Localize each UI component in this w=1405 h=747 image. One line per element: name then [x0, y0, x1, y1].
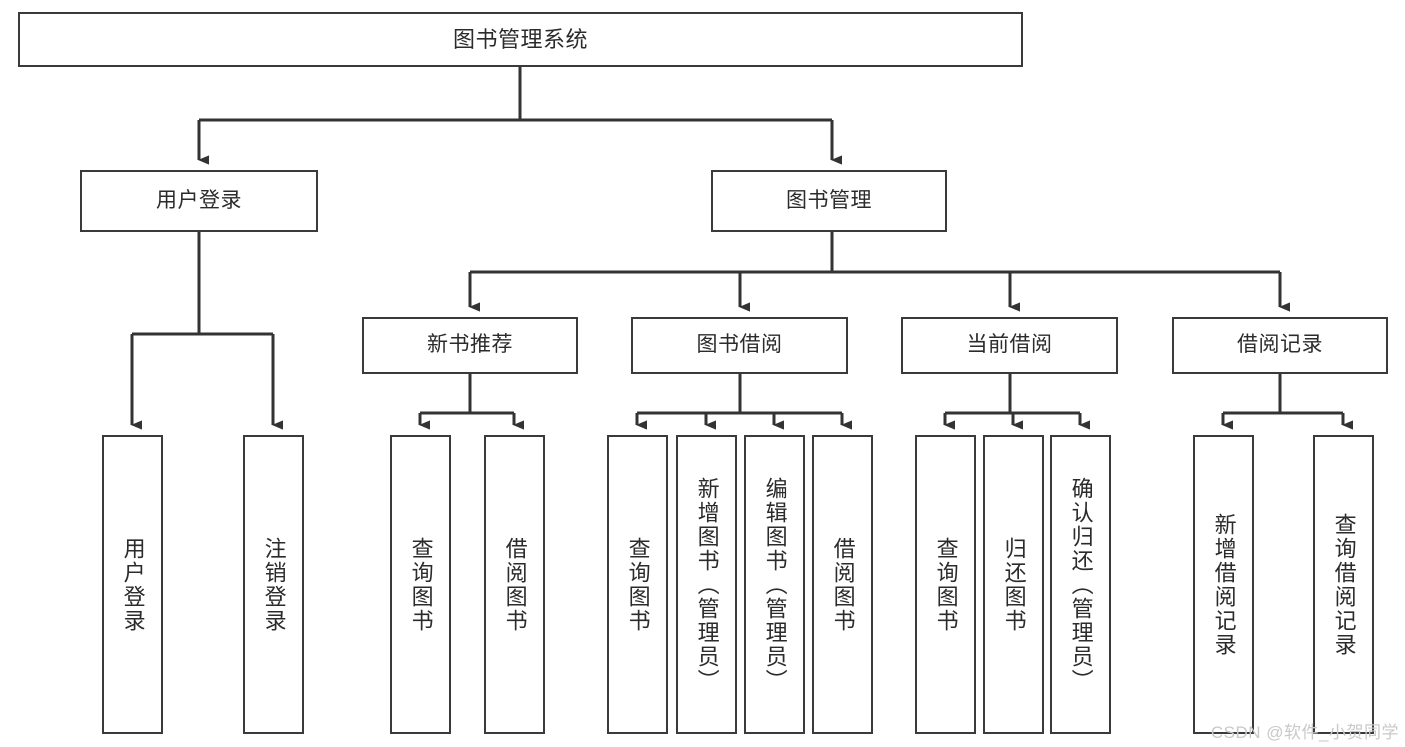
leaf-add-book-admin[interactable]: 新增图书（管理员）	[676, 435, 737, 734]
node-label: 注销登录	[261, 536, 287, 633]
node-new-book-recommend[interactable]: 新书推荐	[362, 317, 578, 374]
node-label: 图书借阅	[696, 333, 783, 357]
node-label: 查询图书	[408, 536, 434, 633]
node-label: 图书管理系统	[452, 26, 588, 52]
node-label: 新书推荐	[427, 333, 513, 357]
leaf-confirm-return-admin[interactable]: 确认归还（管理员）	[1050, 435, 1111, 734]
node-user-login[interactable]: 用户登录	[80, 170, 318, 232]
node-label: 借阅图书	[502, 536, 528, 633]
csdn-watermark: CSDN @软件_小贺同学	[1210, 723, 1399, 742]
leaf-query-borrow-record[interactable]: 查询借阅记录	[1313, 435, 1374, 734]
node-book-borrow[interactable]: 图书借阅	[631, 317, 848, 374]
node-label: 编辑图书（管理员）	[762, 476, 788, 693]
node-label: 用户登录	[156, 188, 242, 212]
leaf-add-borrow-record[interactable]: 新增借阅记录	[1193, 435, 1254, 734]
node-root-system[interactable]: 图书管理系统	[18, 12, 1023, 67]
node-label: 查询图书	[933, 536, 959, 633]
leaf-edit-book-admin[interactable]: 编辑图书（管理员）	[744, 435, 805, 734]
leaf-return-book[interactable]: 归还图书	[983, 435, 1044, 734]
node-label: 借阅记录	[1237, 333, 1323, 357]
leaf-query-book-current[interactable]: 查询图书	[915, 435, 976, 734]
node-label: 当前借阅	[966, 333, 1053, 357]
leaf-logout-login[interactable]: 注销登录	[243, 435, 304, 734]
node-label: 归还图书	[1001, 536, 1027, 633]
node-label: 借阅图书	[830, 536, 856, 633]
node-label: 新增图书（管理员）	[694, 476, 720, 693]
leaf-borrow-book[interactable]: 借阅图书	[812, 435, 873, 734]
node-label: 图书管理	[786, 188, 872, 212]
node-label: 新增借阅记录	[1211, 512, 1237, 657]
node-book-management[interactable]: 图书管理	[711, 170, 947, 232]
leaf-query-book-new[interactable]: 查询图书	[390, 435, 451, 734]
node-label: 确认归还（管理员）	[1068, 476, 1094, 693]
node-label: 查询借阅记录	[1331, 512, 1357, 657]
leaf-user-login[interactable]: 用户登录	[102, 435, 163, 734]
leaf-borrow-book-new[interactable]: 借阅图书	[484, 435, 545, 734]
leaf-query-book-borrow[interactable]: 查询图书	[607, 435, 668, 734]
node-label: 查询图书	[625, 536, 651, 633]
node-borrow-record[interactable]: 借阅记录	[1172, 317, 1388, 374]
node-label: 用户登录	[120, 536, 146, 633]
node-current-borrow[interactable]: 当前借阅	[901, 317, 1118, 374]
